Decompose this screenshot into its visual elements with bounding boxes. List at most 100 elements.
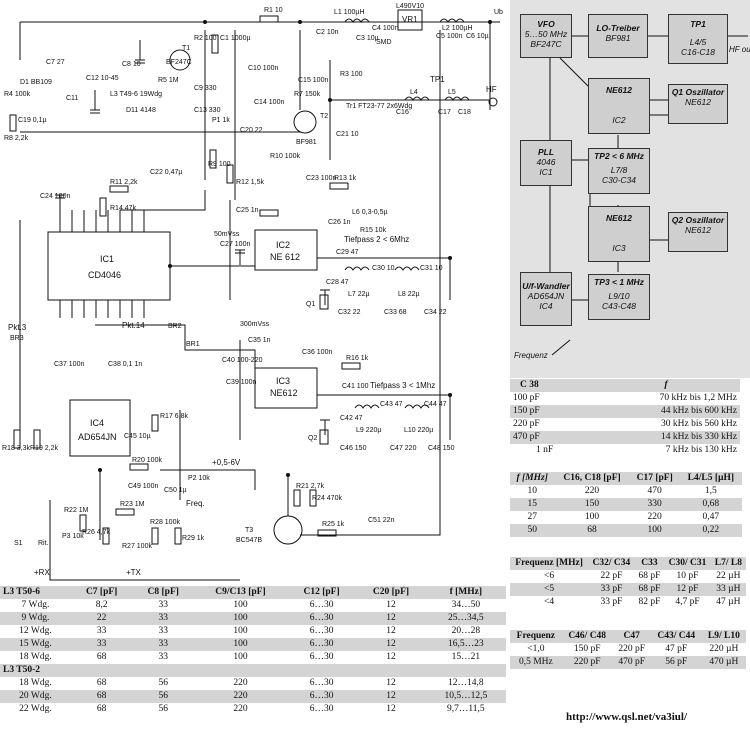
c42-label: C42 47 bbox=[340, 415, 363, 422]
tp3-cell: 470 pF bbox=[618, 657, 646, 667]
q1-label: Q1 bbox=[306, 301, 315, 308]
block-uf-part: AD654JN bbox=[527, 291, 565, 301]
c15-label: C15 100n bbox=[298, 77, 328, 84]
l3-cell: 9 Wdg. bbox=[21, 613, 50, 623]
block-uf-title: U/f-Wandler bbox=[522, 281, 570, 291]
l3-cell: 100 bbox=[233, 652, 248, 662]
c38-val: 220 pF bbox=[513, 419, 540, 429]
c30-label: C30 10 bbox=[372, 265, 395, 272]
block-tp1: TP1 L4/5 C16-C18 bbox=[668, 14, 728, 64]
l3-cell: 220 bbox=[233, 678, 248, 688]
tp1-col-l4: L4/L5 [µH] bbox=[687, 473, 735, 483]
l3-cell: 33 bbox=[96, 639, 107, 649]
r24-label: R24 470k bbox=[312, 495, 342, 502]
c38-label: C38 0,1 1n bbox=[108, 361, 142, 368]
c38-range: 7 kHz bis 130 kHz bbox=[665, 445, 737, 455]
br2-label: BR2 bbox=[168, 323, 182, 330]
c11-label: C11 bbox=[66, 95, 78, 102]
l3-col-c20: C20 [pF] bbox=[372, 587, 410, 597]
r13-label: R13 1k bbox=[334, 175, 357, 182]
c12-label: C12 10-45 bbox=[86, 75, 119, 82]
d1-label: D1 BB109 bbox=[20, 79, 52, 86]
ic3-name: NE612 bbox=[270, 388, 298, 398]
circuit-schematic: IC1 CD4046 IC2 NE 612 IC3 NE612 IC4 AD65… bbox=[2, 3, 503, 581]
tp1-col-f: f [MHz] bbox=[516, 473, 548, 483]
l3-cell: 68 bbox=[96, 652, 107, 662]
smd-label: SMD bbox=[376, 39, 392, 46]
l4-label: L4 bbox=[410, 89, 418, 96]
tp2-cell: 10 pF bbox=[676, 571, 699, 581]
tp2-cell: 68 pF bbox=[638, 571, 661, 581]
block-ic2-mixer: NE612 IC2 bbox=[588, 78, 650, 134]
c38-header: C 38 bbox=[520, 380, 539, 390]
tp3-col-c46: C46/ C48 bbox=[568, 631, 607, 641]
l3-cell: 16,5…23 bbox=[448, 639, 484, 649]
tp3-col-c47: C47 bbox=[623, 631, 640, 641]
l10-label: L10 220µ bbox=[404, 427, 433, 434]
l3-col-c12: C12 [pF] bbox=[303, 587, 340, 597]
r29-label: R29 1k bbox=[182, 535, 205, 542]
l3-cell: 12…14,8 bbox=[448, 678, 484, 688]
tp2-cell: <6 bbox=[544, 571, 555, 581]
c33-label: C33 68 bbox=[384, 309, 407, 316]
tp1-cell: 0,22 bbox=[702, 525, 720, 535]
l3-cell: 68 bbox=[96, 691, 107, 701]
c7-label: C7 27 bbox=[46, 59, 65, 66]
block-q2-part: NE612 bbox=[685, 225, 711, 235]
block-q2-title: Q2 Oszillator bbox=[671, 215, 725, 225]
l3-label: L3 T49-6 19Wdg bbox=[110, 91, 162, 98]
r16-label: R16 1k bbox=[346, 355, 369, 362]
tp1-cell: 220 bbox=[647, 512, 662, 522]
l3-cell: 12 bbox=[386, 639, 396, 649]
f-header: f bbox=[664, 380, 668, 390]
block-pll: PLL 4046 IC1 bbox=[520, 140, 572, 186]
br3-label: BR3 bbox=[10, 335, 24, 342]
c24-label: C24 100n bbox=[40, 193, 70, 200]
l3-cell: 20 Wdg. bbox=[19, 691, 52, 701]
c47-label: C47 220 bbox=[390, 445, 417, 452]
l3-cell: 22 bbox=[96, 613, 107, 623]
tp1-cell: 470 bbox=[647, 486, 662, 496]
l3-cell: 68 bbox=[96, 678, 107, 688]
tp2-cell: 4,7 pF bbox=[675, 597, 700, 607]
c26-label: C26 1n bbox=[328, 219, 351, 226]
r12-label: R12 1,5k bbox=[236, 179, 265, 186]
q2-label: Q2 bbox=[308, 435, 317, 442]
block-tp3-coils: L9/10 bbox=[608, 291, 630, 301]
vr1-ref: VR1 bbox=[402, 15, 418, 24]
tp1-cell: 1,5 bbox=[704, 486, 717, 496]
block-tp1-title: TP1 bbox=[690, 19, 706, 29]
l3-cell: 6…30 bbox=[309, 691, 334, 701]
l3-cell: 56 bbox=[158, 704, 168, 714]
block-tp1-caps: C16-C18 bbox=[680, 47, 716, 57]
ic2-name: NE 612 bbox=[270, 252, 300, 262]
block-vfo-part: BF247C bbox=[530, 39, 562, 49]
l3-cell: 12 Wdg. bbox=[19, 626, 52, 636]
r11-label: R11 2,2k bbox=[110, 179, 138, 186]
l3-cell: 56 bbox=[158, 678, 168, 688]
c3-label: C3 10µ bbox=[356, 35, 379, 42]
c36-label: C36 100n bbox=[302, 349, 332, 356]
t1-type: BF247C bbox=[166, 59, 192, 66]
c16-label: C16 bbox=[396, 109, 409, 116]
l3-cell: 18 Wdg. bbox=[19, 652, 52, 662]
tp2-col-l7: L7/ L8 bbox=[714, 558, 742, 568]
r23-label: R23 1M bbox=[120, 501, 145, 508]
block-pll-part: 4046 bbox=[536, 157, 556, 167]
l3-cell: 12 bbox=[386, 613, 396, 623]
block-uf-ref: IC4 bbox=[539, 301, 553, 311]
r9-label: R9 100 bbox=[208, 161, 231, 168]
l3-cell: 6…30 bbox=[309, 600, 334, 610]
l3-cell: 12 bbox=[386, 626, 396, 636]
tp3-cell: 220 pF bbox=[618, 644, 646, 654]
l3-cell: 33 bbox=[96, 626, 107, 636]
table-tp3: Frequenz C46/ C48 C47 C43/ C44 L9/ L10 <… bbox=[510, 630, 750, 669]
p1-label: P1 1k bbox=[212, 117, 230, 124]
c6-label: C6 10µ bbox=[466, 33, 489, 40]
c10-label: C10 100n bbox=[248, 65, 278, 72]
c19-label: C19 0,1µ bbox=[18, 117, 47, 124]
l3-cell: 220 bbox=[233, 691, 248, 701]
p3-label: P3 10k bbox=[62, 533, 84, 540]
ic2-ref: IC2 bbox=[276, 240, 290, 250]
